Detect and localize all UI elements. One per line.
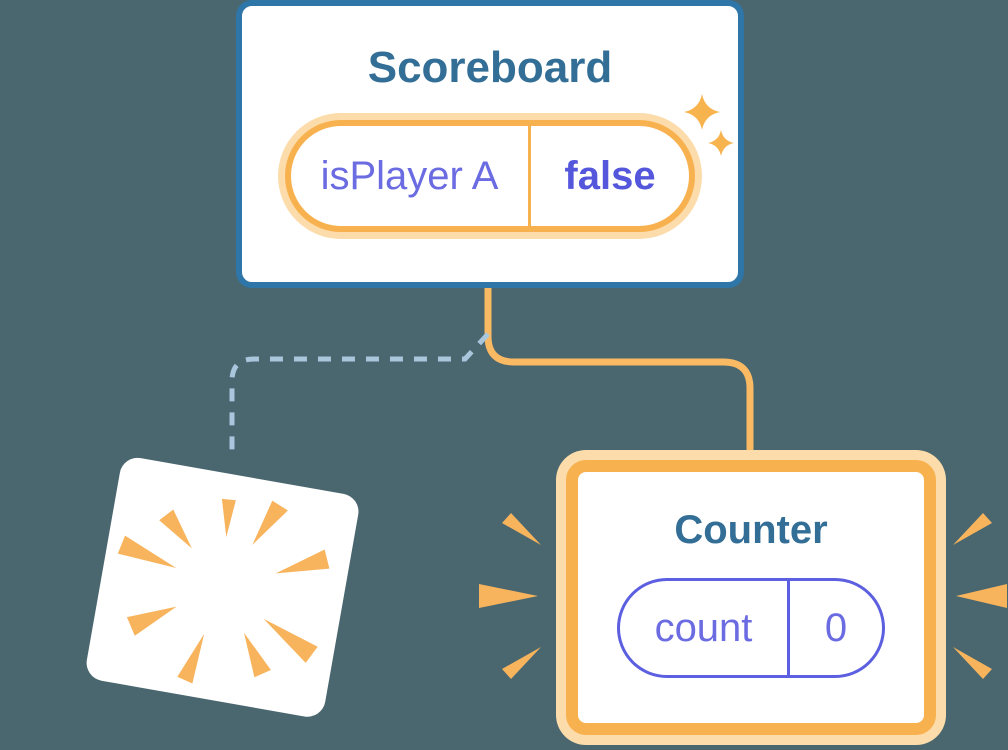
counter-state-value: 0 <box>824 605 848 650</box>
pill-divider <box>528 126 531 226</box>
counter-state-key: count <box>654 605 753 650</box>
poof-burst-icon <box>117 498 330 684</box>
scoreboard-component-card: Scoreboard isPlayer A false <box>236 0 744 288</box>
scoreboard-title: Scoreboard <box>367 43 613 92</box>
parent-to-destroyed-dashed-line <box>229 332 490 456</box>
parent-to-counter-connector-line <box>484 288 754 452</box>
scoreboard-state-value: false <box>564 153 656 198</box>
counter-state-pill: count 0 <box>617 578 885 678</box>
scoreboard-state-key: isPlayer A <box>320 153 499 198</box>
burst-lines-icon-left <box>479 513 541 679</box>
counter-title: Counter <box>674 508 828 552</box>
burst-lines-icon-right <box>953 513 1007 679</box>
scoreboard-state-pill: isPlayer A false <box>285 120 695 232</box>
destroyed-component-card <box>83 455 362 720</box>
pill-divider <box>787 581 790 675</box>
counter-component-card: Counter count 0 <box>556 450 946 745</box>
counter-card-body: Counter count 0 <box>566 460 936 735</box>
